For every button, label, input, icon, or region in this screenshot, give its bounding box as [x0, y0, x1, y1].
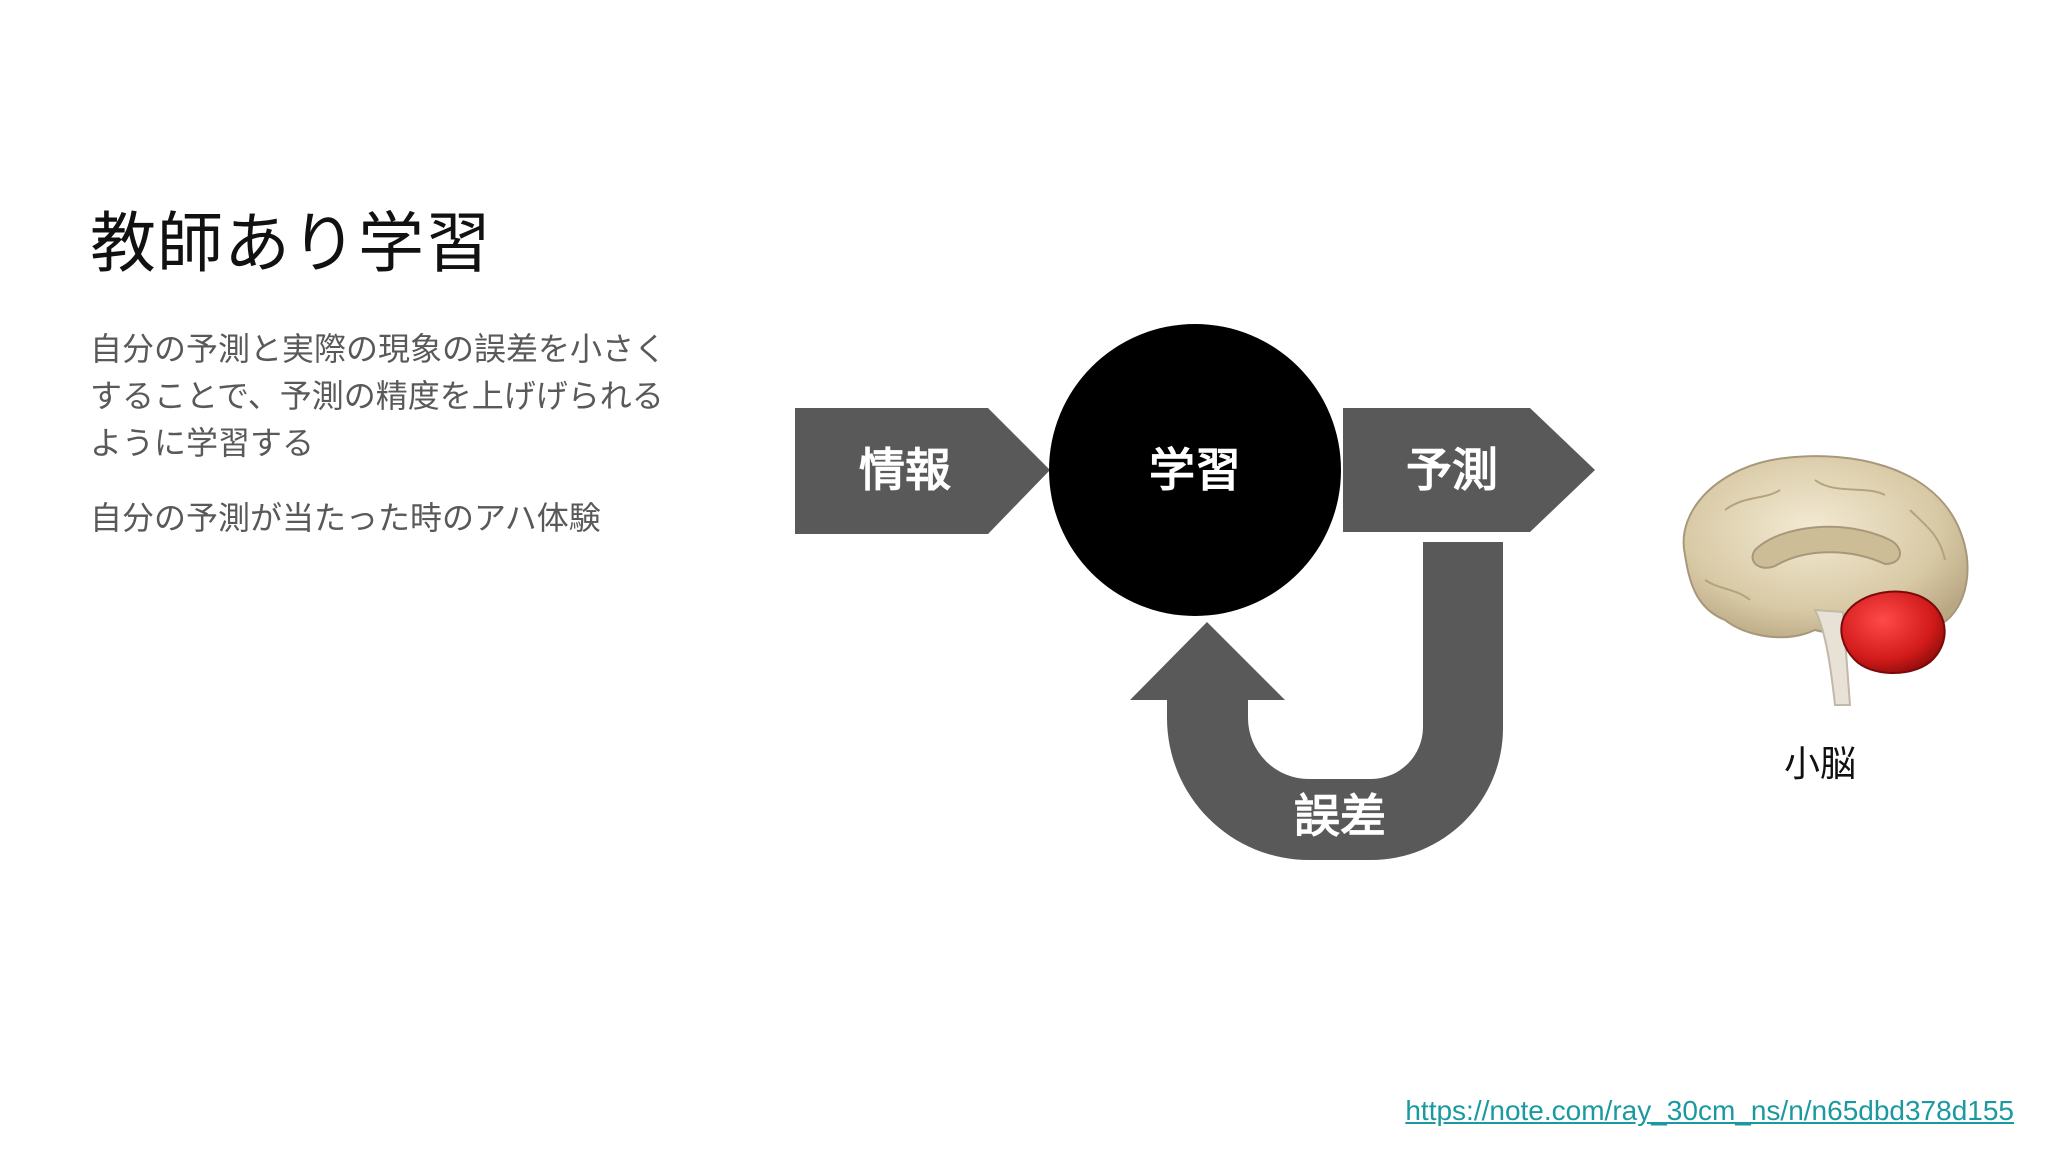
input-arrow	[795, 408, 1050, 534]
body-text: 自分の予測と実際の現象の誤差を小さくすることで、予測の精度を上げげられるように学…	[90, 326, 690, 570]
brain-illustration	[1682, 455, 1969, 706]
brain-caption: 小脳	[1783, 744, 1856, 785]
output-arrow	[1343, 408, 1595, 532]
body-paragraph-1: 自分の予測と実際の現象の誤差を小さくすることで、予測の精度を上げげられるように学…	[90, 330, 667, 462]
input-arrow-label: 情報	[859, 443, 951, 497]
feedback-arrow-label: 誤差	[1294, 789, 1386, 843]
corpus-callosum-shape	[1751, 525, 1901, 569]
source-link[interactable]: https://note.com/ray_30cm_ns/n/n65dbd378…	[1405, 1095, 2014, 1126]
body-paragraph-2: 自分の予測が当たった時のアハ体験	[90, 499, 601, 537]
learning-circle	[1049, 324, 1341, 616]
output-arrow-label: 予測	[1406, 443, 1498, 497]
brain-fold-lines	[1704, 479, 1946, 601]
feedback-arrow	[1130, 542, 1503, 860]
learning-circle-label: 学習	[1149, 443, 1241, 497]
cerebellum-highlight	[1840, 590, 1946, 674]
slide-title: 教師あり学習	[90, 205, 492, 282]
